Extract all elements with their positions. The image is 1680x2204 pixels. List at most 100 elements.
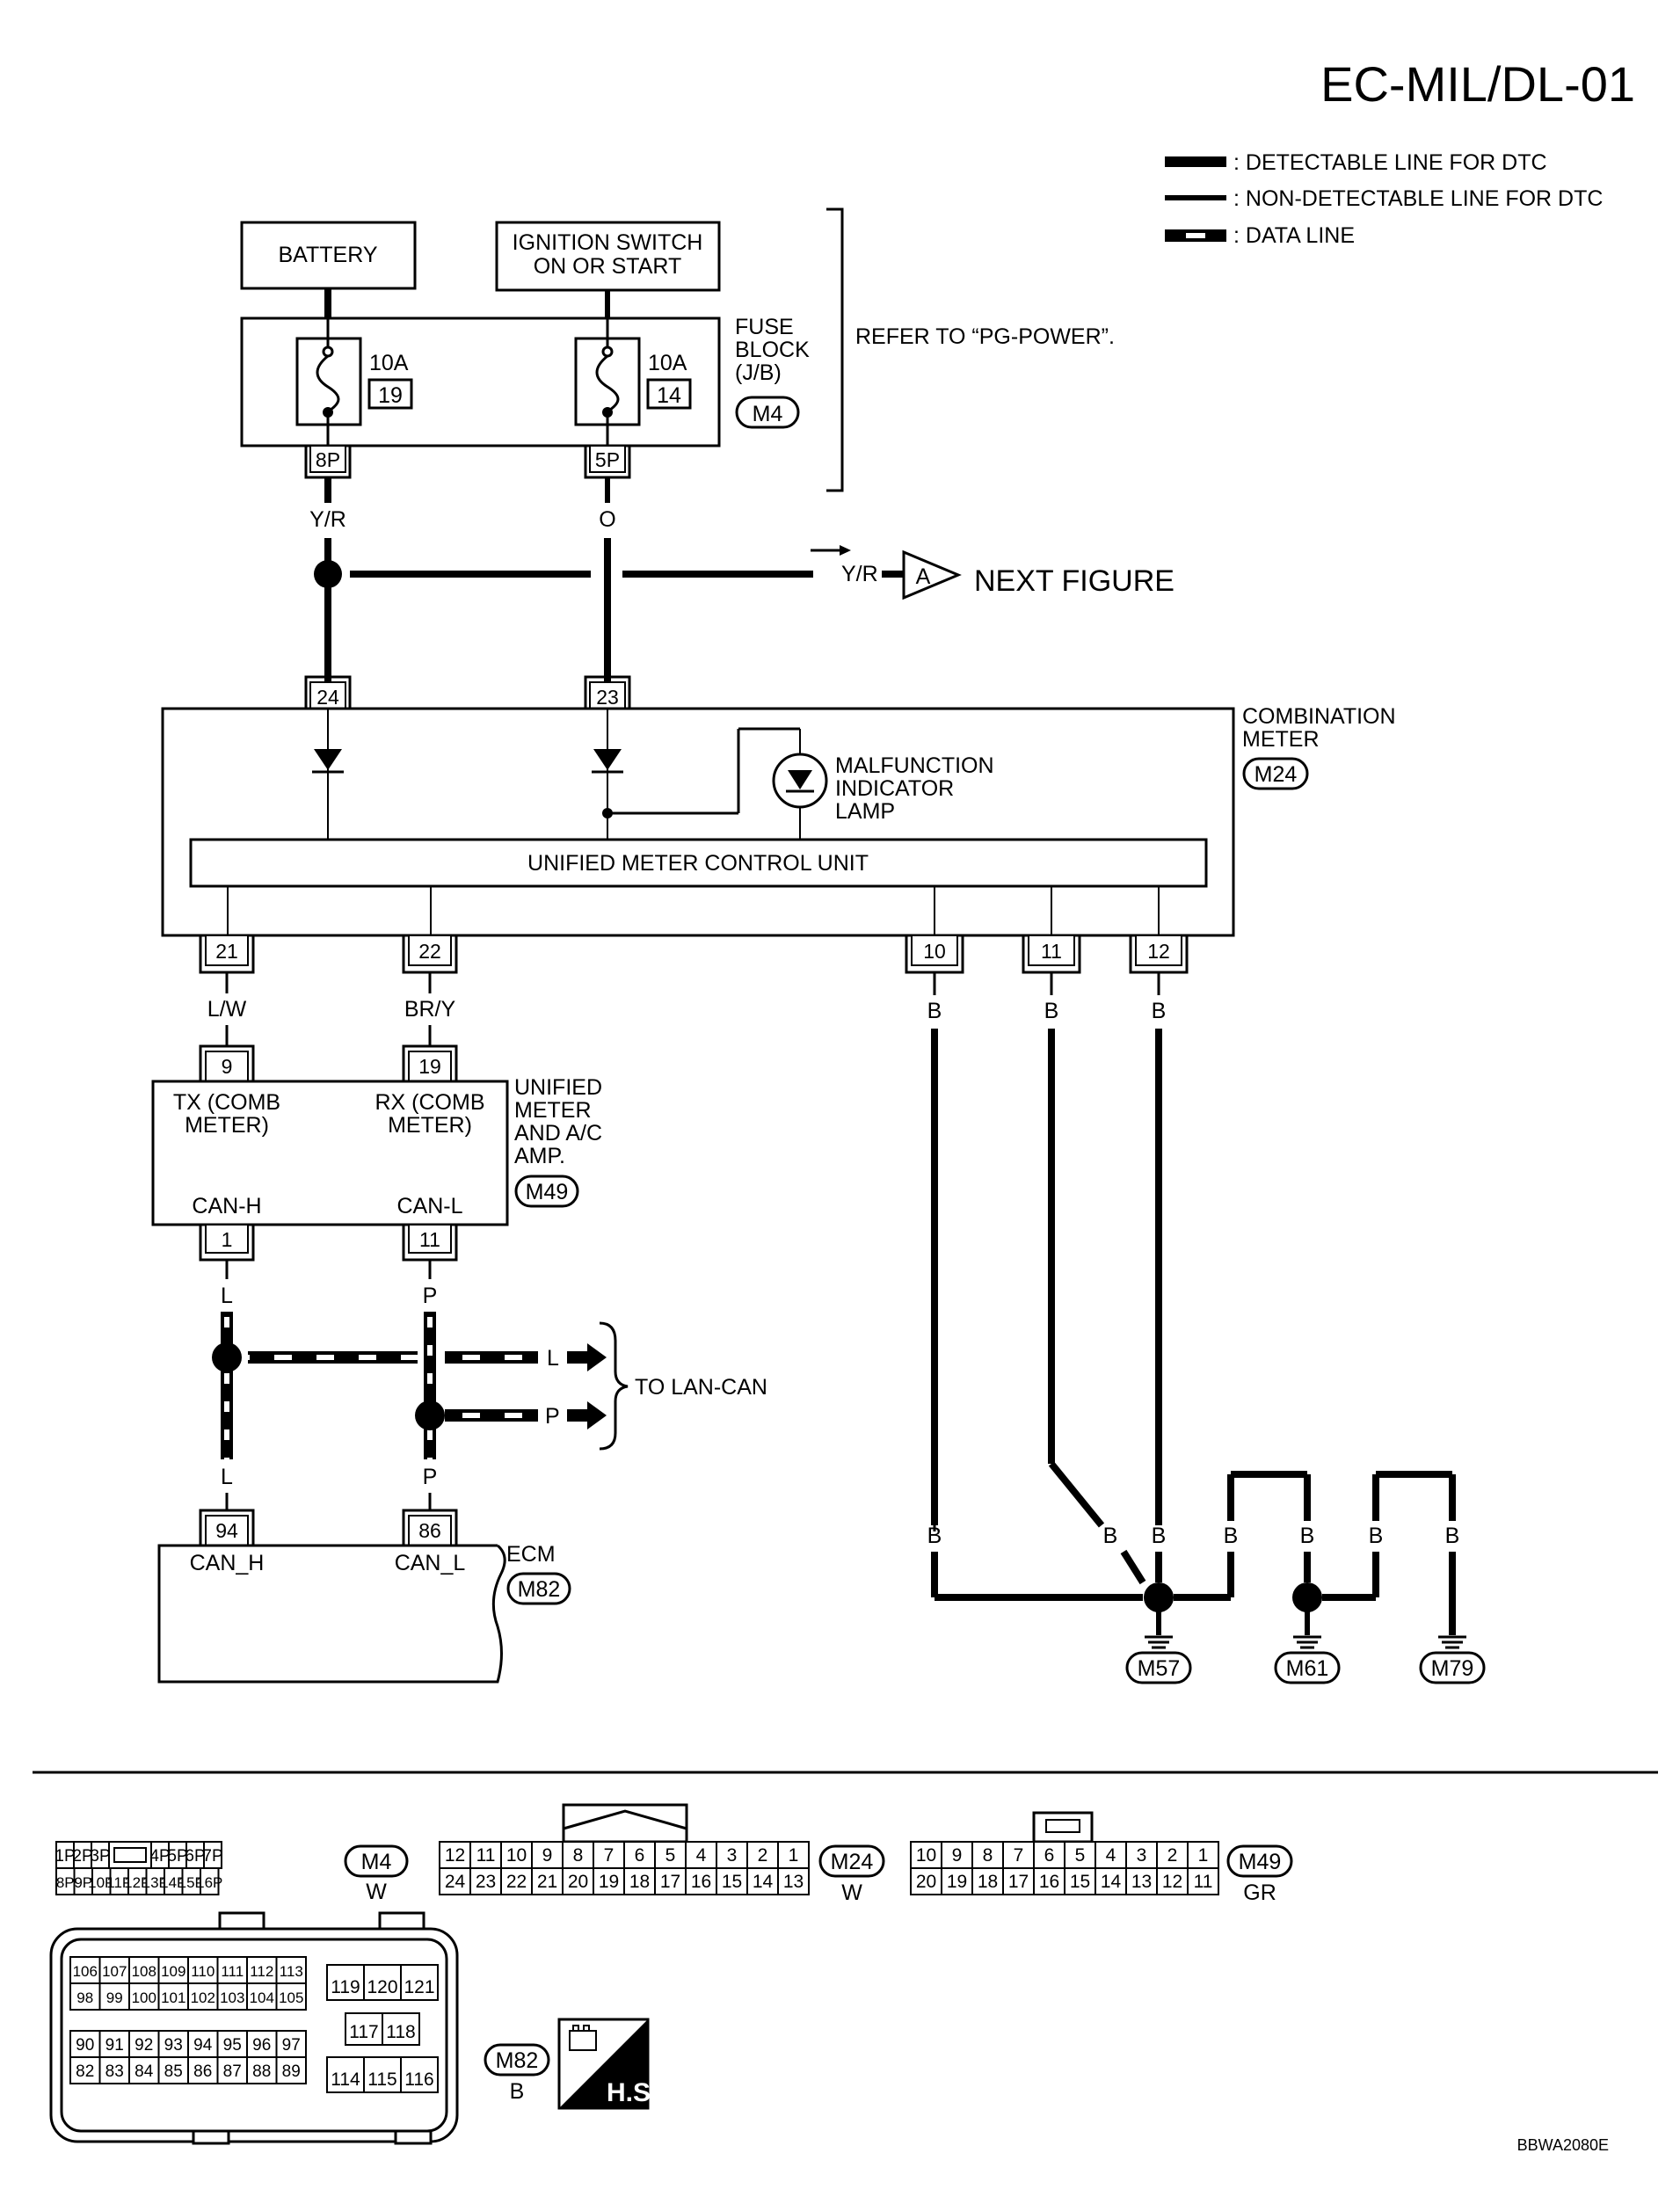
unified-meter-control-unit xyxy=(189,838,1208,888)
connector-pin-label: 2 xyxy=(758,1845,768,1866)
connector-pin-label: 83 xyxy=(105,2062,124,2081)
combination-meter-label-1: COMBINATION xyxy=(1242,704,1396,729)
connector-m82-label: M82 xyxy=(496,2048,539,2073)
to-lan-bracket xyxy=(599,1321,629,1451)
meter-pin-12: 12 xyxy=(1147,940,1170,963)
connector-pin-label: 3P xyxy=(90,1847,110,1866)
connector-pin: 90 xyxy=(69,2030,101,2058)
connector-pin: 5P xyxy=(167,1841,188,1869)
connector-pin-label: 6 xyxy=(635,1845,645,1866)
amp-tx-label-1: TX (COMB xyxy=(173,1090,280,1115)
connector-pin-label: 5 xyxy=(665,1845,676,1866)
connector-pin: 14P xyxy=(160,1867,186,1895)
connector-pin: 8 xyxy=(971,1841,1004,1869)
connector-pin: 7 xyxy=(1002,1841,1035,1869)
connector-pin-label: 3 xyxy=(727,1845,738,1866)
connector-pin-label: 82 xyxy=(76,2062,94,2081)
connector-pin: 120 xyxy=(363,1964,402,2001)
connector-pin: 110 xyxy=(187,1956,219,1984)
connector-pin-label: 18 xyxy=(978,1872,998,1892)
connector-pin-label: 87 xyxy=(223,2062,242,2081)
connector-pin-label: 113 xyxy=(280,1963,303,1980)
connector-m4-label: M4 xyxy=(361,1850,392,1874)
connector-pin xyxy=(108,1841,152,1869)
connector-pin: 116 xyxy=(400,2056,439,2093)
unified-meter-amp-box xyxy=(151,1080,509,1226)
connector-pin: 82 xyxy=(69,2056,101,2084)
connector-pin-label: 11 xyxy=(476,1845,496,1866)
connector-pin: 96 xyxy=(246,2030,278,2058)
connector-pin: 1 xyxy=(1187,1841,1219,1869)
to-lan-l-arrow xyxy=(587,1343,607,1371)
connector-pin-label: 9 xyxy=(542,1845,553,1866)
connector-pin: 5 xyxy=(1064,1841,1096,1869)
ground-b-6: B xyxy=(1369,1524,1384,1548)
connector-pin-label: 10 xyxy=(916,1845,936,1866)
fuse-terminal-5p: 5P xyxy=(595,448,620,471)
connector-pin: 10P xyxy=(88,1867,114,1895)
connector-pin-label: 16 xyxy=(1039,1872,1059,1892)
m49-key xyxy=(1032,1811,1094,1844)
wire-b-11-label: B xyxy=(1044,999,1059,1023)
meter-bottom-pins xyxy=(199,934,1189,974)
fuse-block-box xyxy=(240,316,721,447)
wire-l-label-lower: L xyxy=(221,1465,233,1489)
connector-pin-label: 116 xyxy=(404,2069,433,2090)
fuse-block-connector: M4 xyxy=(753,402,783,426)
connector-pin-label: 23 xyxy=(476,1872,496,1892)
connector-pin: 6P xyxy=(185,1841,206,1869)
connector-pin: 18 xyxy=(971,1867,1004,1895)
connector-pin: 4 xyxy=(685,1841,717,1869)
amp-name-4: AMP. xyxy=(514,1144,565,1168)
connector-pin: 17 xyxy=(1002,1867,1035,1895)
connector-pin-label: 121 xyxy=(404,1977,434,1997)
connector-pin: 11 xyxy=(1187,1867,1219,1895)
connector-pin-label: 14 xyxy=(1101,1872,1122,1892)
connector-pin-label: 20 xyxy=(568,1872,588,1892)
connector-pin: 15P xyxy=(178,1867,205,1895)
fuse-block-label-1: FUSE xyxy=(735,315,794,339)
connector-pin: 107 xyxy=(98,1956,130,1984)
fuse-block-label-3: (J/B) xyxy=(735,360,782,385)
connector-pin: 95 xyxy=(216,2030,248,2058)
connector-pin-label: 17 xyxy=(1008,1872,1029,1892)
connector-pin: 85 xyxy=(157,2056,189,2084)
amp-can-h-label: CAN-H xyxy=(192,1194,261,1218)
ground-b-2: B xyxy=(1103,1524,1118,1548)
fuse-19 xyxy=(295,318,362,446)
ground-m57: M57 xyxy=(1138,1656,1181,1681)
connector-pin-label: 85 xyxy=(164,2062,183,2081)
connector-pin: 19 xyxy=(593,1867,625,1895)
connector-pin-label: 11 xyxy=(1194,1872,1213,1892)
connector-pin: 24 xyxy=(439,1867,471,1895)
connector-pin-label: 4 xyxy=(696,1845,707,1866)
connector-m24-color: W xyxy=(841,1880,862,1905)
connector-pin: 16 xyxy=(1033,1867,1065,1895)
power-bracket xyxy=(826,207,844,492)
connector-pin: 7P xyxy=(202,1841,223,1869)
ecm-label: ECM xyxy=(506,1542,556,1567)
connector-pin-label: 10P xyxy=(88,1874,114,1891)
connector-pin: 3 xyxy=(1125,1841,1158,1869)
combination-meter-box xyxy=(161,707,1235,937)
connector-pin: 83 xyxy=(98,2056,130,2084)
connector-pin-label: 7P xyxy=(202,1847,222,1866)
connector-pin-label: 4P xyxy=(149,1847,170,1866)
ground-m61: M61 xyxy=(1286,1656,1329,1681)
connector-pin-label: 1 xyxy=(789,1845,799,1866)
wire-p-label-lower: P xyxy=(423,1465,438,1489)
connector-pin: 88 xyxy=(246,2056,278,2084)
to-lan-p-arrow xyxy=(587,1401,607,1429)
connector-pin-label: 90 xyxy=(76,2036,94,2055)
connector-pin-label: 117 xyxy=(349,2022,378,2042)
fuse-19-number: 19 xyxy=(378,383,403,408)
connector-pin: 87 xyxy=(216,2056,248,2084)
connector-pin-label: 6 xyxy=(1044,1845,1055,1866)
connector-pin: 119 xyxy=(326,1964,365,2001)
connector-pin-label: 8P xyxy=(56,1874,75,1891)
amp-name-2: METER xyxy=(514,1098,592,1123)
mil-label-1: MALFUNCTION xyxy=(835,753,994,778)
legend-dataline-label: : DATA LINE xyxy=(1233,223,1355,248)
